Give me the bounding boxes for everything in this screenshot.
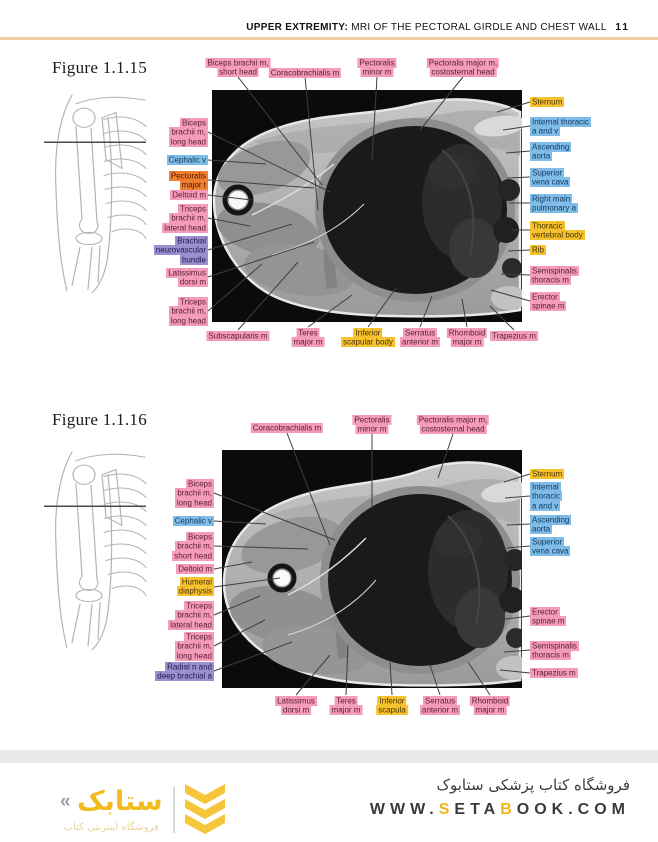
website-url: WWW.SETABOOK.COM xyxy=(370,801,630,819)
anatomy-label: Pectoralis major m, costosternal head xyxy=(416,414,490,434)
anatomy-label: Teres major m xyxy=(329,695,363,715)
logo-wordmark: « ستابک xyxy=(60,785,163,820)
anatomy-label: Triceps brachii m, long head xyxy=(174,631,214,661)
anatomy-label: Sternum xyxy=(530,96,565,107)
footer-band xyxy=(0,750,658,763)
anatomy-label: Rhomboid major m xyxy=(446,327,488,347)
store-name: فروشگاه کتاب پزشکی ستابوک xyxy=(436,776,630,794)
anatomy-label: Teres major m xyxy=(291,327,325,347)
footer-brand: فروشگاه کتاب پزشکی ستابوک WWW.SETABOOK.C… xyxy=(370,776,630,819)
anatomy-label: Ascending aorta xyxy=(530,514,572,534)
guillemet-icon: « xyxy=(60,790,71,812)
anatomy-label: Thoracic vertebral body xyxy=(530,220,585,240)
anatomy-label: Semispinalis thoracis m xyxy=(530,640,579,660)
chevron-emblem-icon xyxy=(184,784,225,834)
anatomy-label: Cephalic v xyxy=(172,515,214,526)
anatomy-label: Internal thoracic a and v xyxy=(530,481,563,511)
anatomy-label: Serratus anterior m xyxy=(399,327,441,347)
logo-subtitle: فروشگاه اینترنتی کتاب xyxy=(63,821,159,833)
mri-axial-image xyxy=(212,90,522,322)
anatomy-label: Superior vena cava xyxy=(530,536,571,556)
anatomy-label: Deltoid m xyxy=(170,189,208,200)
header-title: MRI OF THE PECTORAL GIRDLE AND CHEST WAL… xyxy=(351,22,607,33)
anatomy-label: Coracobrachialis m xyxy=(250,422,324,433)
anatomy-label: Deltoid m xyxy=(176,563,214,574)
anatomy-label: Pectoralis minor m xyxy=(357,57,397,77)
logo-text-block: « ستابک فروشگاه اینترنتی کتاب xyxy=(60,785,163,833)
setabook-logo: « ستابک فروشگاه اینترنتی کتاب xyxy=(60,784,225,836)
anatomy-label: Triceps brachii m, lateral head xyxy=(168,600,214,630)
anatomy-label: Latissimus dorsi m xyxy=(166,267,208,287)
anatomy-label: Sternum xyxy=(530,468,565,479)
anatomy-label: Triceps brachii m, long head xyxy=(168,296,208,326)
anatomy-label: Inferior scapula xyxy=(376,695,408,715)
anatomy-label: Trapezius m xyxy=(530,667,578,678)
figure-title-1-1-16: Figure 1.1.16 xyxy=(52,410,148,429)
anatomy-label: Biceps brachii m, short head xyxy=(205,57,271,77)
anatomy-label: Brachial neurovascular bundle xyxy=(153,235,208,265)
logo-divider xyxy=(172,787,175,833)
header-section: UPPER EXTREMITY: xyxy=(246,22,349,33)
website-url-segment: WWW. xyxy=(369,801,439,818)
figure-title-1-1-15: Figure 1.1.15 xyxy=(52,58,148,77)
anatomy-label: Ascending aorta xyxy=(530,141,572,161)
anatomy-label: Rhomboid major m xyxy=(469,695,511,715)
anatomy-label: Right main pulmonary a xyxy=(530,193,579,213)
anatomy-label: Pectoralis minor m xyxy=(352,414,392,434)
anatomy-label: Biceps brachii m, long head xyxy=(168,117,208,147)
anatomy-label: Triceps brachii m, lateral head xyxy=(162,203,208,233)
anatomy-label: Cephalic v xyxy=(166,154,208,165)
page-number: 11 xyxy=(615,22,630,33)
website-url-segment: OOK.COM xyxy=(516,801,630,818)
website-url-segment: B xyxy=(500,801,517,818)
page-header: UPPER EXTREMITY: MRI OF THE PECTORAL GIR… xyxy=(0,22,630,34)
header-rule xyxy=(0,37,658,40)
website-url-segment: ETA xyxy=(454,801,501,818)
slice-locator-thumbnail xyxy=(44,451,147,651)
anatomy-label: Trapezius m xyxy=(490,330,538,341)
anatomy-label: Erector spinae m xyxy=(530,291,567,311)
anatomy-label: Semispinalis thoracis m xyxy=(530,265,579,285)
anatomy-label: Humeral diaphysis xyxy=(176,576,214,596)
slice-locator-thumbnail xyxy=(44,94,147,294)
anatomy-label: Subscapularis m xyxy=(206,330,270,341)
anatomy-label: Rib xyxy=(530,244,547,255)
logo-text: ستابک xyxy=(77,785,163,817)
anatomy-label: Latissimus dorsi m xyxy=(275,695,317,715)
anatomy-label: Inferior scapular body xyxy=(341,327,395,347)
anatomy-label: Serratus anterior m xyxy=(419,695,461,715)
anatomy-label: Pectoralis major t xyxy=(168,170,208,190)
anatomy-label: Pectoralis major m, costosternal head xyxy=(426,57,500,77)
anatomy-label: Radial n and deep brachial a xyxy=(155,661,214,681)
anatomy-label: Erector spinae m xyxy=(530,606,567,626)
anatomy-label: Internal thoracic a and v xyxy=(530,116,591,136)
anatomy-label: Biceps brachii m, short head xyxy=(172,531,214,561)
website-url-segment: S xyxy=(438,801,455,818)
mri-axial-image xyxy=(222,450,522,688)
anatomy-label: Coracobrachialis m xyxy=(268,67,342,78)
anatomy-label: Biceps brachii m, long head xyxy=(174,478,214,508)
anatomy-label: Superior vena cava xyxy=(530,167,571,187)
